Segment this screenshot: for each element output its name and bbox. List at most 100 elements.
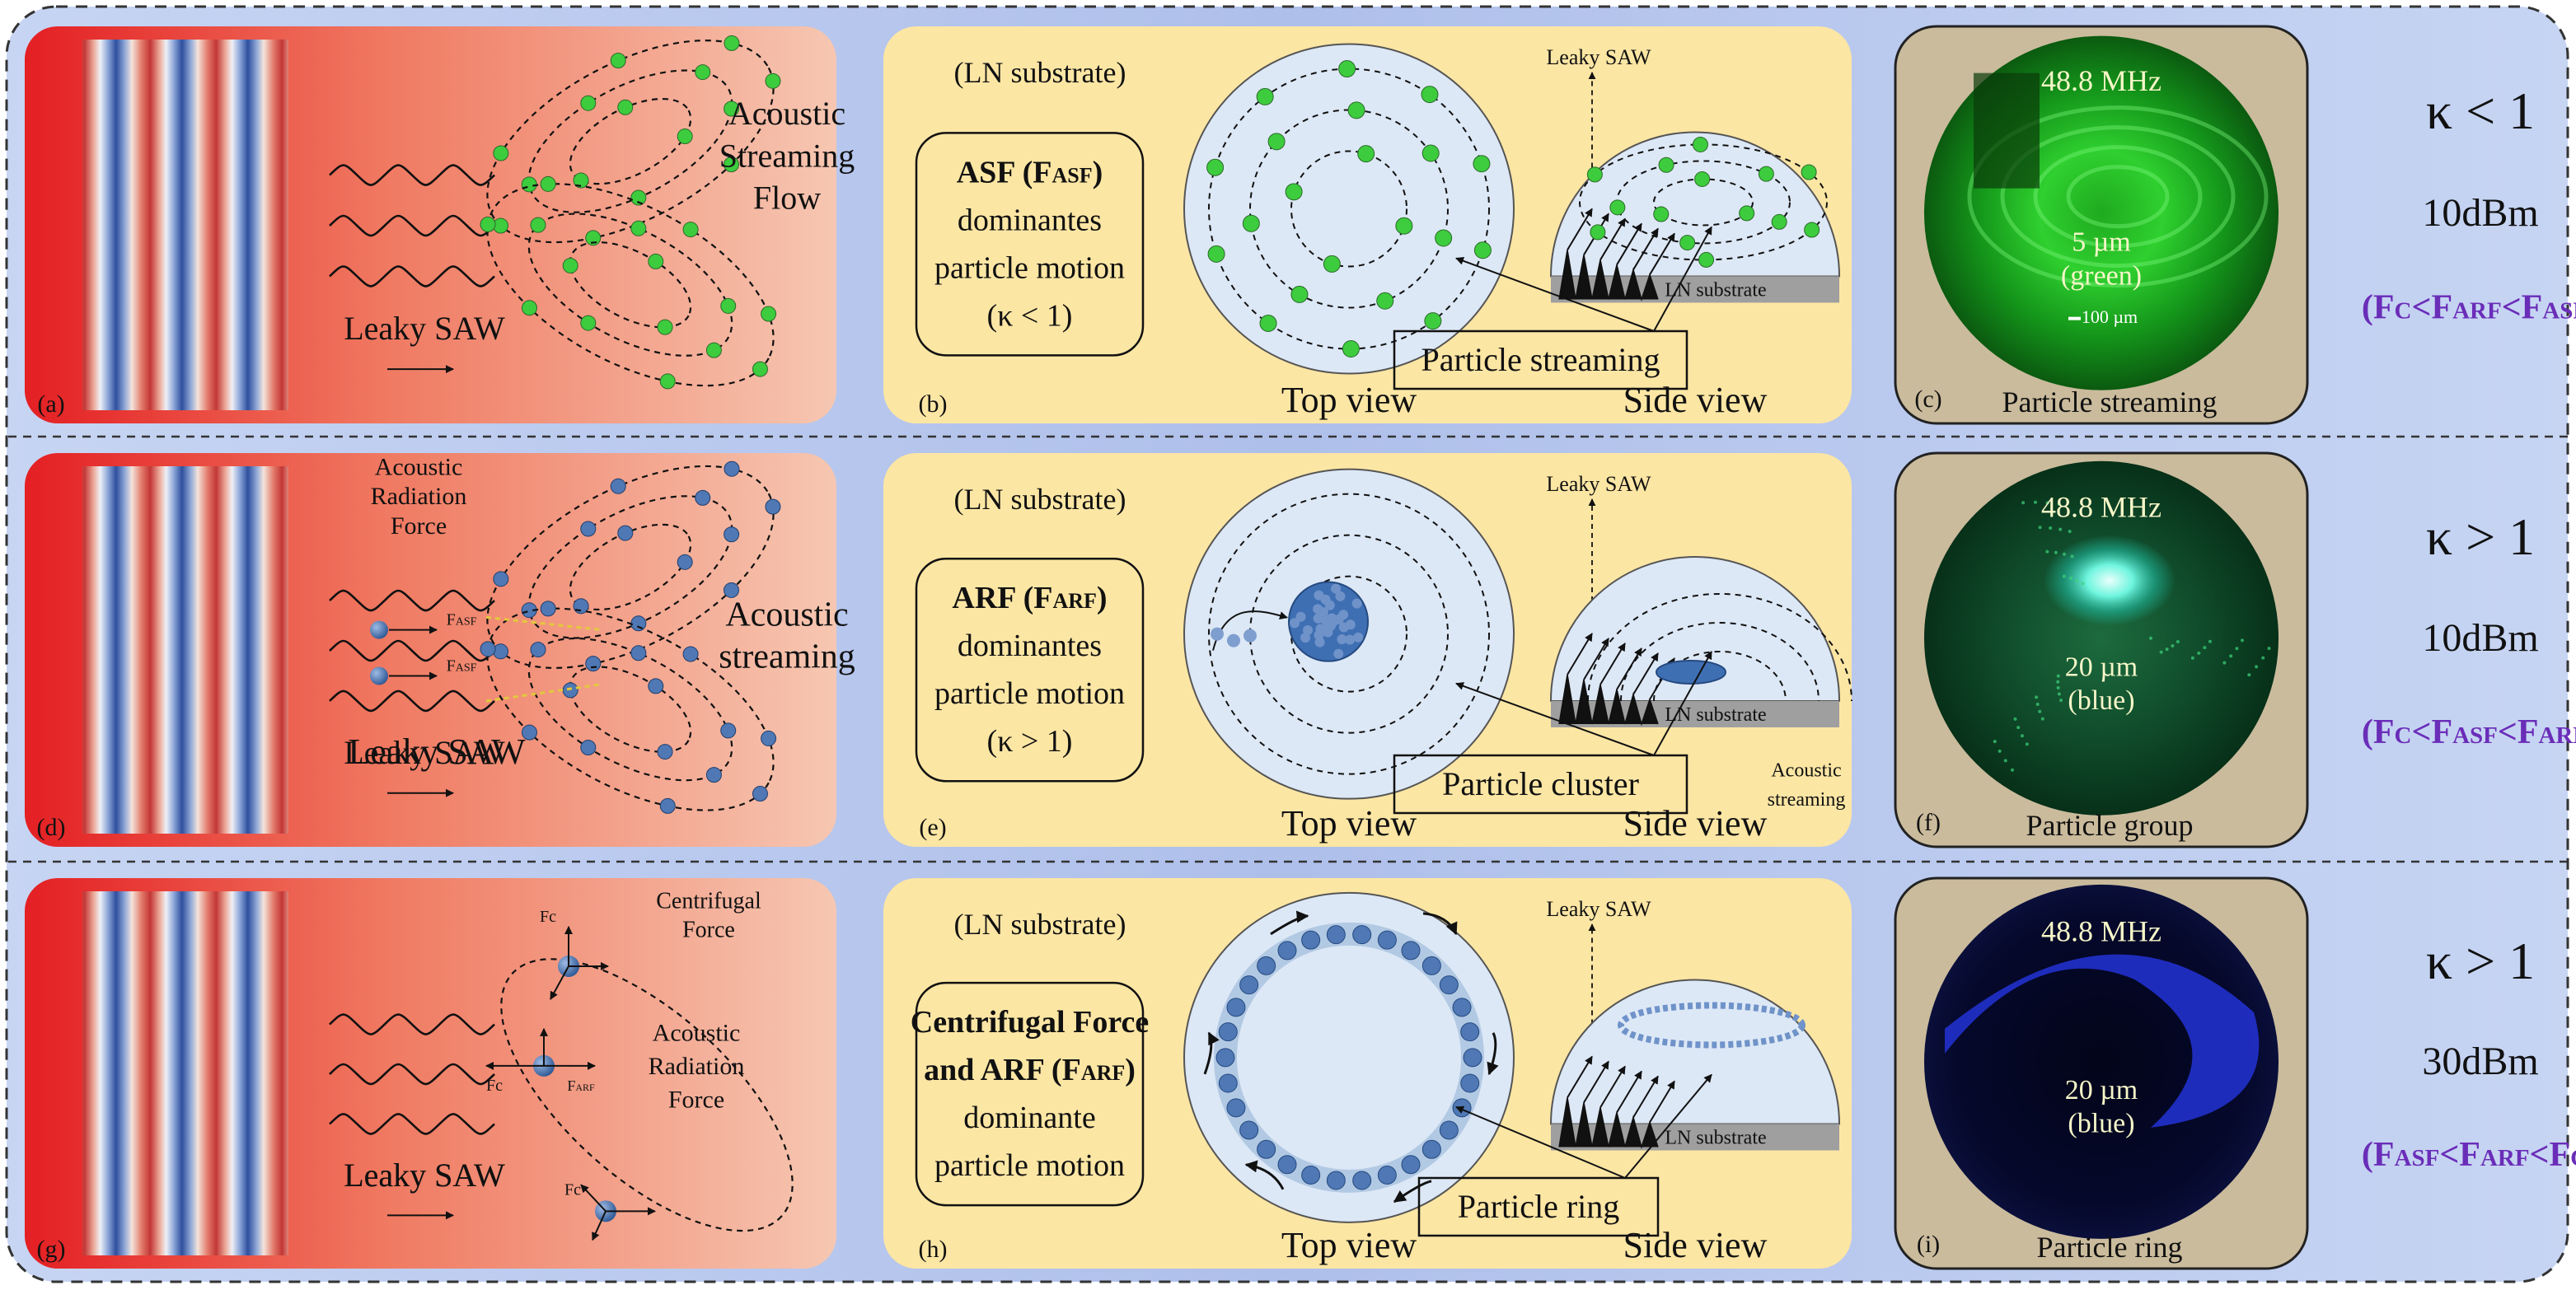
streaming-loop: [527, 69, 733, 213]
scatter-particle: [2261, 656, 2265, 660]
streaming-loop: [1290, 150, 1407, 268]
particle: [752, 786, 768, 802]
scatter-particle: [2059, 699, 2063, 703]
leaky-wave-spikes: [1558, 250, 1659, 302]
force-label: FASF: [447, 611, 477, 629]
scatter-particle: [2045, 549, 2049, 554]
top-view-label: Top view: [1281, 1225, 1417, 1265]
particle: [370, 620, 388, 639]
scatter-particle: [2035, 695, 2039, 699]
particle: [659, 797, 676, 814]
scatter-particle: [2035, 703, 2040, 707]
ring-particle: [1239, 975, 1259, 995]
wave-emission-arrow: [1583, 638, 1609, 680]
description-line: dominantes: [958, 629, 1102, 663]
description-line: particle motion: [934, 250, 1125, 285]
scatter-particle: [2149, 636, 2152, 640]
cluster-particle: [1351, 598, 1362, 609]
particle: [1285, 183, 1303, 201]
particle: [562, 257, 578, 273]
wave-emission-arrow: [1567, 208, 1593, 250]
particle-size-label: 5 µm: [2072, 227, 2131, 258]
ring-particle: [1377, 930, 1397, 950]
particle: [1586, 166, 1603, 183]
power-label: 10dBm: [2422, 191, 2538, 235]
cluster-particle: [1295, 611, 1306, 622]
power-label: 10dBm: [2422, 616, 2538, 660]
particle: [630, 220, 647, 236]
idt-shadow: [1974, 72, 2040, 189]
leaky-saw-label: Leaky SAW: [1546, 45, 1651, 69]
particle: [1206, 158, 1225, 176]
scatter-particle: [2056, 686, 2060, 690]
particle: [617, 99, 634, 115]
particle: [630, 645, 647, 661]
particle: [1347, 101, 1365, 119]
scatter-particle: [2203, 646, 2207, 650]
force-order-label: (FC<FARF<FASF): [2362, 289, 2576, 327]
description-line: dominantes: [958, 203, 1102, 237]
particle: [1473, 155, 1491, 173]
tangent-arrow: [592, 1210, 607, 1241]
particle: [1692, 136, 1708, 152]
particle: [1211, 627, 1224, 641]
ring-particle: [1257, 956, 1276, 975]
arf-label: Force: [391, 512, 447, 540]
cluster-particle: [1313, 613, 1323, 624]
cluster-particle: [1353, 632, 1364, 643]
scatter-particle: [2255, 665, 2259, 669]
particle: [1242, 214, 1260, 232]
particle: [682, 222, 699, 238]
streaming-ring: [2066, 165, 2170, 229]
particle: [1267, 133, 1286, 151]
scatter-particle: [2057, 692, 2061, 696]
panel-letter: (h): [919, 1236, 948, 1263]
leaky-wave-line: [329, 1063, 495, 1086]
description-line: particle motion: [934, 676, 1125, 711]
orbit-loop: [500, 958, 794, 1232]
particle: [573, 172, 589, 189]
description-box: [915, 557, 1145, 783]
particle: [1244, 629, 1257, 643]
particle: [677, 129, 693, 145]
photo-caption: Particle streaming: [2002, 386, 2218, 418]
scatter-particle: [2013, 717, 2017, 721]
particle: [610, 478, 626, 494]
scatter-particle: [2056, 674, 2060, 678]
particle: [493, 571, 509, 587]
panel-letter: (c): [1914, 386, 1941, 413]
wave-emission-arrow: [1599, 217, 1626, 260]
leaky-saw-label: Leaky SAW: [348, 731, 526, 772]
streaming-loop: [486, 465, 775, 669]
wave-emission-arrow: [1567, 1055, 1593, 1098]
streaming-loop: [569, 666, 692, 753]
leaky-saw-label: Leaky SAW: [1546, 472, 1651, 496]
streaming-loop: [486, 40, 775, 244]
scatter-particle: [2176, 639, 2180, 643]
particle-size-label: 20 µm: [2065, 1075, 2138, 1105]
particle: [1424, 312, 1442, 330]
top-view-disc: [1183, 43, 1515, 375]
scatter-particle: [2070, 554, 2074, 559]
ring-particle: [1352, 925, 1372, 945]
particle: [630, 615, 647, 632]
streaming-loop: [527, 637, 733, 782]
wave-emission-arrow: [1616, 222, 1642, 265]
photo-caption: Particle group: [2026, 809, 2194, 842]
particle: [761, 730, 777, 746]
ring-particle: [1218, 1022, 1238, 1042]
scatter-particle: [1993, 740, 1997, 744]
panel-letter: (e): [919, 814, 946, 841]
particle: [1227, 633, 1240, 647]
particle: [720, 722, 737, 739]
particle: [493, 643, 509, 660]
particle: [585, 656, 602, 672]
streaming-label: Acoustic: [728, 95, 845, 132]
scatter-particle: [2171, 643, 2175, 647]
leaky-wave-line: [329, 214, 495, 237]
leaky-wave-line: [329, 689, 495, 713]
